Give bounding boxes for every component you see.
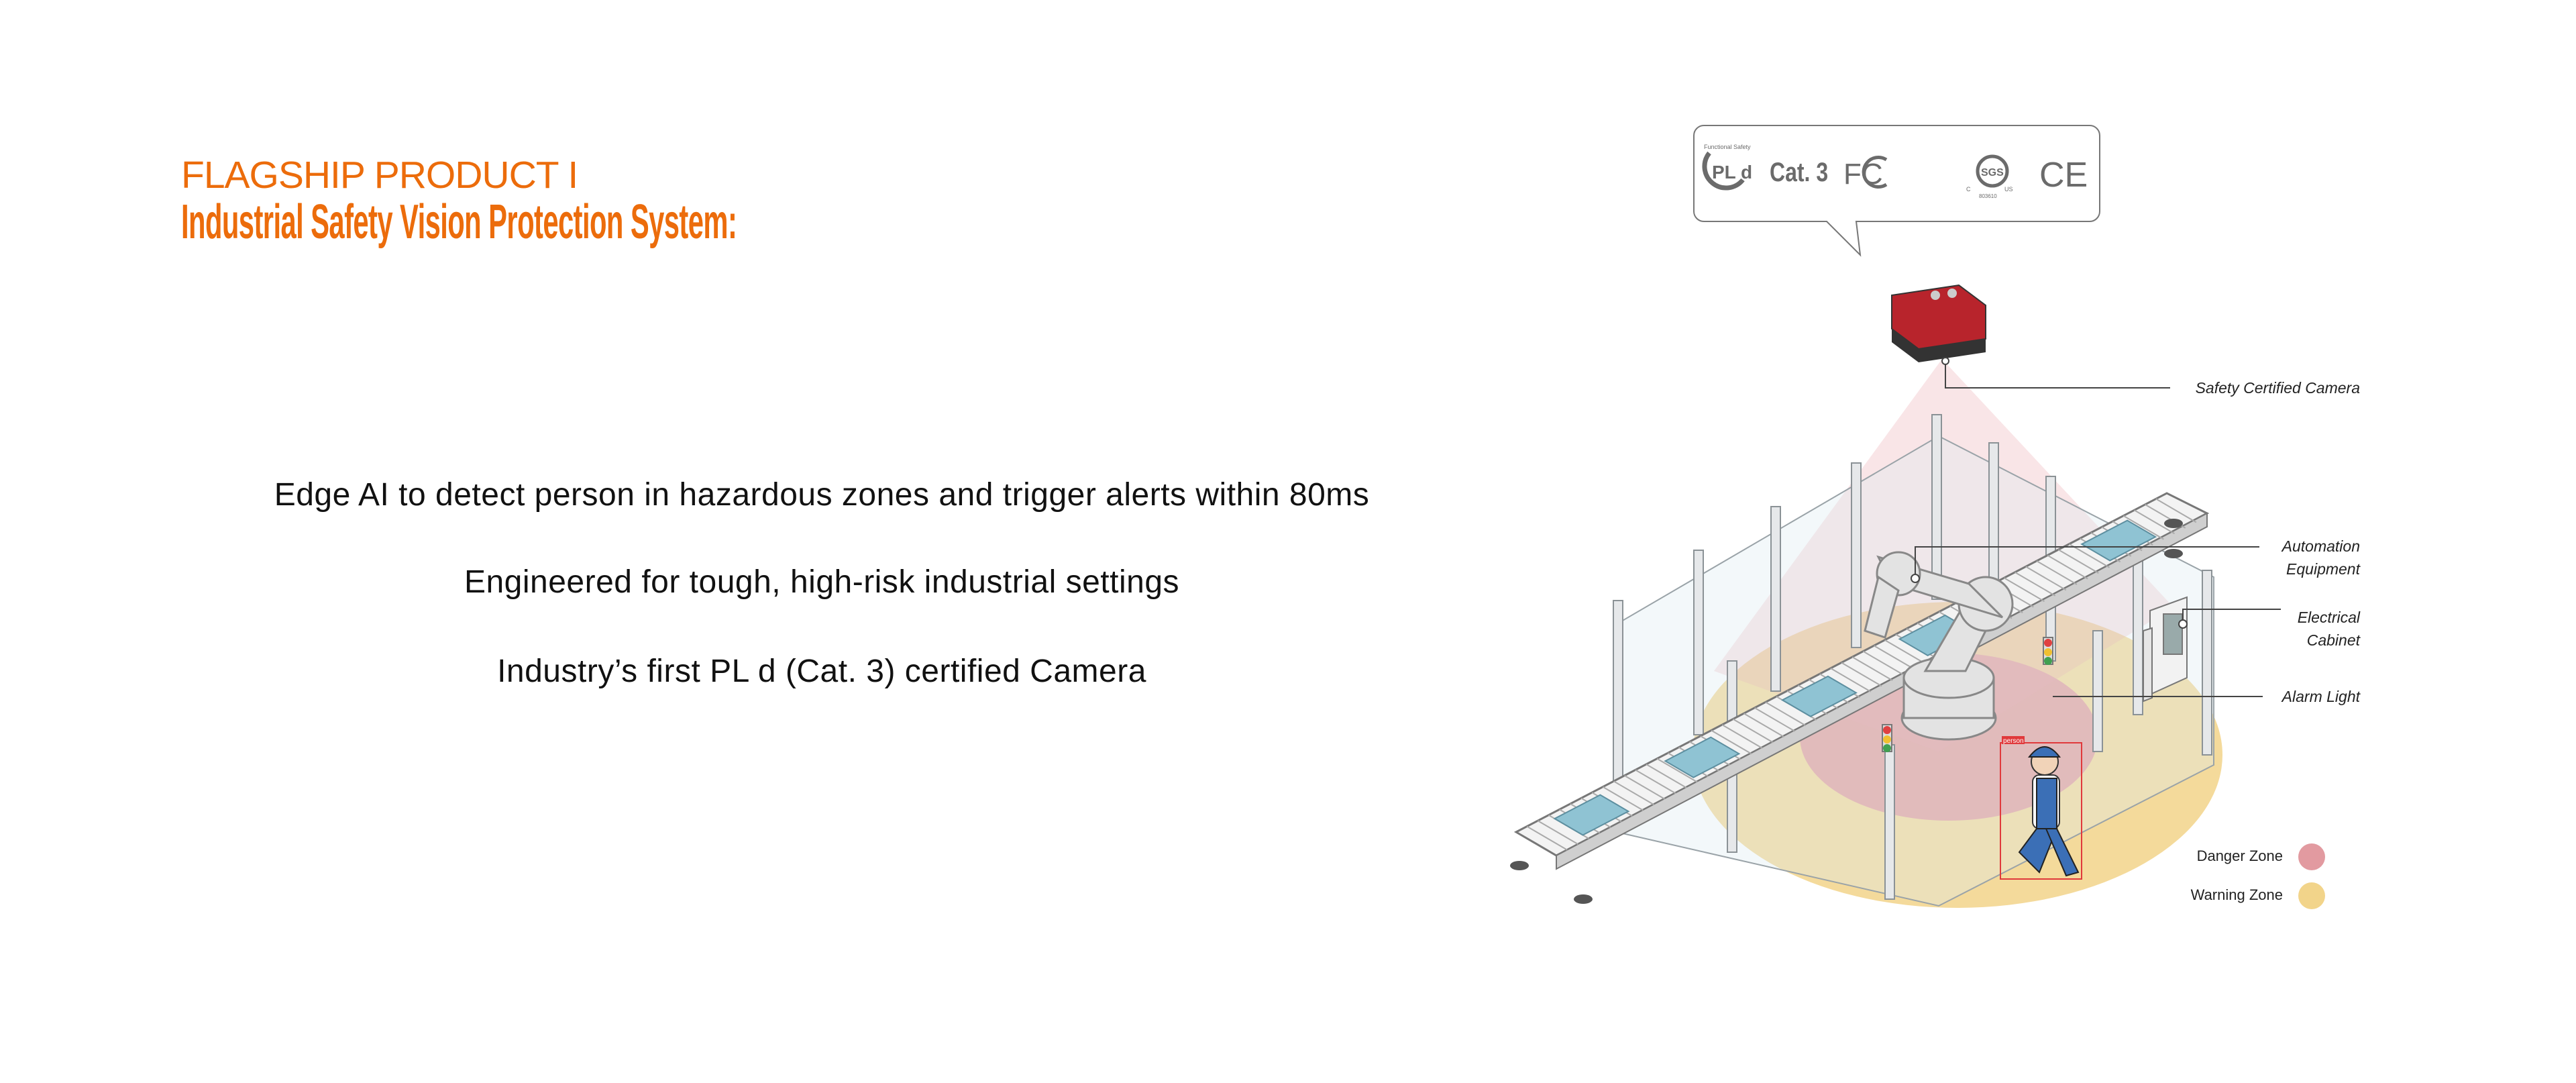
svg-text:CE: CE xyxy=(2039,156,2088,195)
alarm-light xyxy=(1882,637,2053,752)
conveyor-roller xyxy=(1711,729,1752,755)
conveyor-roller xyxy=(2025,566,2067,591)
electrical-cabinet xyxy=(2143,596,2188,703)
callout-cabinet-line2: Cabinet xyxy=(2306,631,2360,649)
conveyor-roller xyxy=(1602,786,1644,811)
conveyor-roller xyxy=(1754,707,1796,732)
callout-alarm: Alarm Light xyxy=(2282,688,2360,705)
feature-line: Engineered for tough, high-risk industri… xyxy=(464,564,1180,600)
feature-line: Edge AI to detect person in hazardous zo… xyxy=(274,477,1370,513)
conveyor-roller xyxy=(1635,769,1676,794)
conveyor-roller xyxy=(2068,543,2110,568)
svg-text:PL d: PL d xyxy=(1712,162,1752,183)
conveyor-roller xyxy=(1526,825,1568,851)
conveyor-roller xyxy=(2133,509,2176,535)
detection-label: person xyxy=(2003,737,2024,745)
legend-danger-zone: Danger Zone xyxy=(2196,847,2283,864)
ce-logo: CE xyxy=(2039,156,2088,195)
svg-text:SGS: SGS xyxy=(1981,167,2004,178)
conveyor-roller xyxy=(1624,774,1666,800)
conveyor-belt xyxy=(1510,492,2210,904)
warning-zone-swatch xyxy=(2298,882,2325,909)
conveyor-roller xyxy=(1841,662,1882,687)
callout-camera: Safety Certified Camera xyxy=(2195,379,2360,397)
worker xyxy=(2018,746,2080,877)
conveyor-roller xyxy=(1646,764,1687,788)
conveyor-roller xyxy=(1743,713,1785,738)
person-detection-box xyxy=(2000,742,2082,880)
conveyor-tray xyxy=(1780,675,1858,717)
conveyor-roller xyxy=(2155,498,2197,523)
svg-text:803610: 803610 xyxy=(1979,193,1997,199)
cat3-logo: Cat. 3 xyxy=(1770,157,1828,187)
conveyor-roller xyxy=(1765,701,1807,727)
conveyor-roller xyxy=(1862,650,1904,676)
conveyor-roller xyxy=(1721,724,1763,749)
conveyor-roller xyxy=(2057,549,2099,574)
legend-warning-zone: Warning Zone xyxy=(2190,886,2283,903)
conveyor-roller xyxy=(1830,668,1872,692)
conveyor-roller xyxy=(1656,758,1698,783)
callout-lines xyxy=(1911,357,2281,697)
svg-text:US: US xyxy=(2004,186,2013,193)
conveyor-roller xyxy=(1873,645,1915,670)
conveyor-roller xyxy=(1537,820,1578,845)
conveyor-roller xyxy=(1884,639,1926,664)
safety-camera xyxy=(1891,284,1986,362)
callout-automation-line2: Equipment xyxy=(2286,560,2360,578)
conveyor-tray xyxy=(1664,736,1741,778)
conveyor-roller xyxy=(1851,656,1893,681)
product-kicker: FLAGSHIP PRODUCT I xyxy=(181,154,578,197)
conveyor-roller xyxy=(2015,571,2056,597)
sgs-logo: SGS C US 803610 xyxy=(1966,154,2013,199)
svg-text:C: C xyxy=(1966,186,1971,193)
svg-text:Functional Safety: Functional Safety xyxy=(1704,144,1751,150)
conveyor-roller xyxy=(2036,560,2078,585)
pl-d-logo: PL d Functional Safety xyxy=(1702,144,1752,191)
product-title: Industrial Safety Vision Protection Syst… xyxy=(181,195,737,249)
callout-cabinet-line1: Electrical xyxy=(2297,609,2360,626)
camera-field-of-view xyxy=(1714,359,2174,752)
conveyor-tray xyxy=(1553,794,1630,836)
fence-posts xyxy=(1613,414,2212,900)
conveyor-tray xyxy=(2080,519,2157,562)
conveyor-roller xyxy=(1613,780,1655,806)
fcc-logo: FC xyxy=(1843,156,1888,191)
conveyor-roller xyxy=(1732,718,1774,743)
robot-arm xyxy=(1864,551,2014,741)
callout-automation-line1: Automation xyxy=(2282,537,2360,555)
conveyor-roller xyxy=(2003,577,2045,603)
feature-line: Industry’s first PL d (Cat. 3) certified… xyxy=(497,654,1146,689)
conveyor-roller xyxy=(2123,515,2164,540)
conveyor-roller xyxy=(2047,554,2088,580)
danger-zone-swatch xyxy=(2298,843,2325,870)
